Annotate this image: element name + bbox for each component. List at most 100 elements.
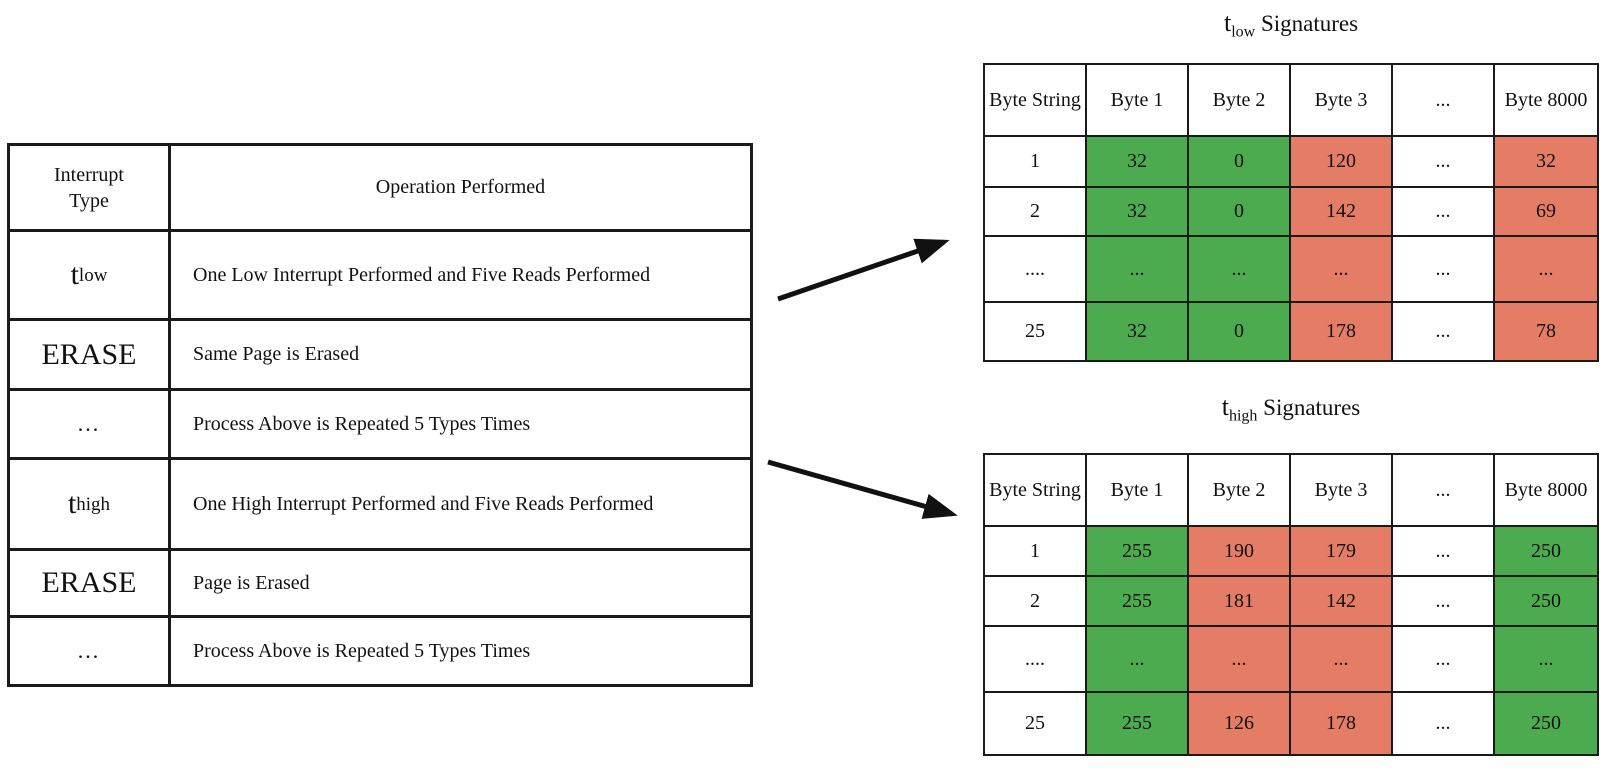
sig-row: ...................	[985, 627, 1597, 693]
left-table-row: ERASE Page is Erased	[10, 551, 750, 618]
left-table-row: ... Process Above is Repeated 5 Types Tim…	[10, 618, 750, 684]
arrow-up-right-icon	[777, 238, 950, 302]
sig-cell: 32	[1087, 303, 1189, 360]
sig-cell: ...	[1393, 237, 1495, 303]
sig-cell: 179	[1291, 527, 1393, 577]
sig-cell: 1	[985, 137, 1087, 188]
interrupt-type-cell: ERASE	[10, 321, 171, 388]
thigh-title-base: t	[1221, 392, 1229, 421]
tlow-title-subscript: low	[1231, 23, 1256, 41]
sig-cell: ....	[985, 237, 1087, 303]
sig-header-cell: Byte 2	[1189, 65, 1291, 137]
sig-cell: ...	[1393, 693, 1495, 754]
sig-cell: 0	[1189, 137, 1291, 188]
left-table-header-row: Interrupt Type Operation Performed	[10, 146, 750, 232]
sig-cell: 250	[1495, 577, 1597, 627]
sig-cell: 1	[985, 527, 1087, 577]
sig-cell: 126	[1189, 693, 1291, 754]
sig-header-cell: Byte 8000	[1495, 455, 1597, 527]
sig-cell: ...	[1393, 188, 1495, 237]
interrupt-type-cell: ERASE	[10, 551, 171, 615]
sig-header-cell: Byte 8000	[1495, 65, 1597, 137]
sig-cell: 190	[1189, 527, 1291, 577]
arrow-down-right-icon	[767, 459, 958, 519]
sig-cell: 78	[1495, 303, 1597, 360]
sig-header-cell: Byte String	[985, 65, 1087, 137]
sig-header-cell: Byte 3	[1291, 65, 1393, 137]
sig-row: ...................	[985, 237, 1597, 303]
sig-header-cell: ...	[1393, 455, 1495, 527]
operation-cell: One Low Interrupt Performed and Five Rea…	[193, 263, 651, 286]
sig-cell: 32	[1087, 188, 1189, 237]
sig-cell: 32	[1087, 137, 1189, 188]
sig-header-cell: Byte String	[985, 455, 1087, 527]
sig-cell: 69	[1495, 188, 1597, 237]
sig-cell: 142	[1291, 188, 1393, 237]
sig-cell: 250	[1495, 693, 1597, 754]
sig-header-cell: Byte 1	[1087, 65, 1189, 137]
sig-cell: ...	[1393, 577, 1495, 627]
sig-cell: ...	[1393, 303, 1495, 360]
sig-cell: 255	[1087, 577, 1189, 627]
thigh-title-rest: Signatures	[1257, 395, 1361, 420]
sig-header-cell: Byte 1	[1087, 455, 1189, 527]
sig-cell: ...	[1291, 237, 1393, 303]
tlow-title-rest: Signatures	[1255, 11, 1359, 36]
sig-cell: ...	[1291, 627, 1393, 693]
interrupt-type-header: Interrupt Type	[10, 146, 171, 229]
operation-cell: One High Interrupt Performed and Five Re…	[193, 492, 654, 515]
sig-cell: 2	[985, 188, 1087, 237]
operation-performed-header: Operation Performed	[375, 176, 546, 198]
left-table-row: ... Process Above is Repeated 5 Types Tim…	[10, 391, 750, 460]
interrupt-type-cell: ...	[10, 618, 171, 684]
sig-cell: ....	[985, 627, 1087, 693]
sig-cell: 0	[1189, 188, 1291, 237]
operation-cell: Process Above is Repeated 5 Types Times	[193, 639, 531, 662]
sig-cell: ...	[1087, 627, 1189, 693]
sig-cell: ...	[1495, 237, 1597, 303]
thigh-title-subscript: high	[1228, 407, 1258, 425]
operation-cell: Process Above is Repeated 5 Types Times	[193, 412, 531, 435]
sig-cell: 120	[1291, 137, 1393, 188]
sig-cell: ...	[1393, 527, 1495, 577]
sig-header-cell: ...	[1393, 65, 1495, 137]
tlow-table-title: tlow Signatures	[983, 8, 1599, 41]
sig-cell: ...	[1189, 627, 1291, 693]
sig-cell: 255	[1087, 693, 1189, 754]
sig-cell: 178	[1291, 303, 1393, 360]
sig-cell: ...	[1087, 237, 1189, 303]
sig-cell: 178	[1291, 693, 1393, 754]
sig-cell: 250	[1495, 527, 1597, 577]
sig-cell: 181	[1189, 577, 1291, 627]
sig-cell: ...	[1393, 137, 1495, 188]
sig-cell: 25	[985, 303, 1087, 360]
sig-cell: ...	[1495, 627, 1597, 693]
sig-cell: ...	[1189, 237, 1291, 303]
interrupt-type-cell: ...	[10, 391, 171, 457]
sig-header-cell: Byte 2	[1189, 455, 1291, 527]
sig-cell: 32	[1495, 137, 1597, 188]
sig-cell: ...	[1393, 627, 1495, 693]
sig-cell: 255	[1087, 527, 1189, 577]
operation-cell: Same Page is Erased	[193, 343, 360, 365]
sig-cell: 25	[985, 693, 1087, 754]
left-table-row: ERASE Same Page is Erased	[10, 321, 750, 391]
operation-cell: Page is Erased	[193, 571, 310, 594]
sig-cell: 2	[985, 577, 1087, 627]
